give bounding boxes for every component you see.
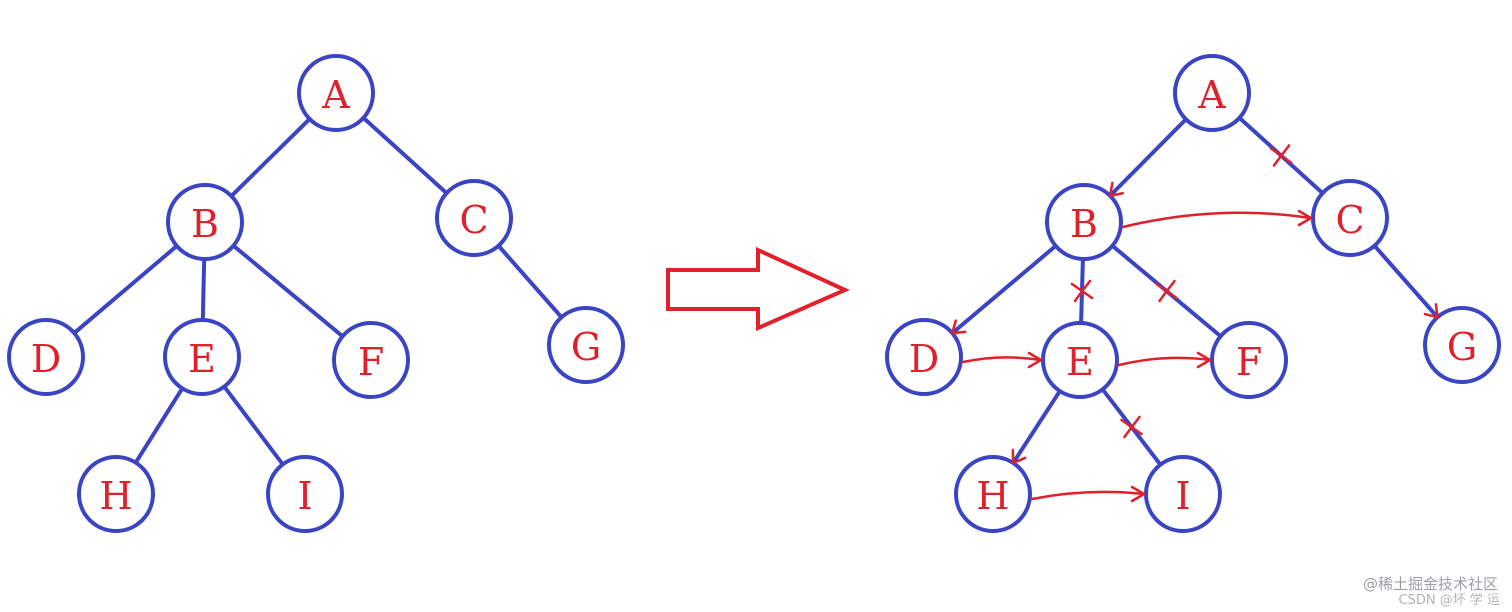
- sibling-link-head-d-e: [1027, 351, 1043, 369]
- transform-arrow: [666, 246, 850, 332]
- left-edge-a-b: [229, 116, 312, 199]
- right-node-label-e: E: [1066, 340, 1094, 384]
- child-pointer-head-a-b: [1108, 181, 1125, 197]
- cross-mark-a-c: [1269, 144, 1293, 167]
- sibling-link-head-e-f: [1196, 351, 1212, 369]
- cross-mark-e-i: [1120, 415, 1143, 439]
- left-node-a: A: [297, 54, 375, 132]
- sibling-link-e-f: [1117, 356, 1212, 367]
- right-node-e: E: [1041, 321, 1119, 399]
- right-node-d: D: [885, 318, 963, 396]
- left-tree: A B C D E F G H I: [7, 54, 625, 533]
- right-node-label-a: A: [1197, 73, 1226, 117]
- left-node-d: D: [7, 318, 85, 396]
- left-node-e: E: [163, 318, 241, 396]
- right-node-h: H: [954, 455, 1032, 533]
- left-node-f: F: [332, 321, 410, 399]
- left-node-circle-c: [435, 179, 513, 257]
- right-node-label-g: G: [1447, 325, 1477, 369]
- sibling-link-b-c: [1121, 211, 1313, 229]
- right-node-circle-b: [1045, 183, 1123, 261]
- right-tree-nodes: A B C D E F G H I: [885, 54, 1501, 533]
- right-node-circle-e: [1041, 321, 1119, 399]
- child-pointer-head-c-g: [1423, 303, 1439, 319]
- left-node-c: C: [435, 179, 513, 257]
- left-edge-a-c: [361, 115, 449, 196]
- left-node-label-h: H: [99, 474, 132, 518]
- left-node-circle-i: [266, 455, 344, 533]
- left-node-label-a: A: [321, 73, 350, 117]
- left-edge-c-g: [496, 243, 564, 320]
- right-tree-annotations: [951, 144, 1439, 503]
- right-edge-e-h: [1011, 389, 1062, 465]
- right-node-circle-a: [1173, 54, 1251, 132]
- left-node-b: B: [166, 183, 244, 261]
- left-edge-b-e: [200, 256, 207, 323]
- left-node-label-b: B: [191, 202, 219, 246]
- left-edge-b-f: [231, 243, 345, 339]
- right-edge-c-g: [1372, 243, 1440, 320]
- right-node-c: C: [1311, 179, 1389, 257]
- left-edge-e-i: [222, 384, 285, 467]
- child-pointer-head-e-h: [1011, 448, 1027, 465]
- sibling-link-head-b-c: [1297, 209, 1313, 227]
- right-node-label-h: H: [976, 474, 1009, 518]
- left-node-g: G: [547, 306, 625, 384]
- left-node-circle-e: [163, 318, 241, 396]
- left-node-circle-b: [166, 183, 244, 261]
- left-node-circle-a: [297, 54, 375, 132]
- right-node-g: G: [1423, 306, 1501, 384]
- sibling-link-d-e: [961, 356, 1043, 364]
- right-node-b: B: [1045, 183, 1123, 261]
- left-tree-nodes: A B C D E F G H I: [7, 54, 625, 533]
- right-tree-edges: [950, 115, 1440, 467]
- sibling-link-head-h-i: [1130, 485, 1146, 503]
- child-pointer-head-b-d: [951, 319, 967, 335]
- right-tree: A B C D E F G H I: [885, 54, 1501, 533]
- left-tree-edges: [72, 115, 564, 467]
- right-node-a: A: [1173, 54, 1251, 132]
- left-node-circle-f: [332, 321, 410, 399]
- right-node-label-d: D: [909, 337, 939, 381]
- watermark-juejin: @稀土掘金技术社区: [1362, 575, 1498, 593]
- right-node-f: F: [1210, 321, 1288, 399]
- left-node-label-g: G: [571, 325, 601, 369]
- right-node-label-c: C: [1335, 198, 1364, 242]
- left-node-label-e: E: [188, 337, 216, 381]
- right-node-circle-f: [1210, 321, 1288, 399]
- cross-mark-b-e: [1070, 279, 1094, 303]
- left-node-label-c: C: [459, 198, 488, 242]
- left-node-circle-h: [77, 455, 155, 533]
- left-node-label-f: F: [358, 340, 384, 384]
- right-node-label-i: I: [1175, 474, 1190, 518]
- left-node-circle-g: [547, 306, 625, 384]
- left-node-label-i: I: [297, 474, 312, 518]
- right-node-circle-c: [1311, 179, 1389, 257]
- right-node-circle-d: [885, 318, 963, 396]
- left-node-h: H: [77, 455, 155, 533]
- left-node-label-d: D: [31, 337, 61, 381]
- right-node-circle-h: [954, 455, 1032, 533]
- right-node-label-f: F: [1236, 340, 1262, 384]
- left-node-circle-d: [7, 318, 85, 396]
- watermark-csdn: CSDN @坏 学 运: [1398, 593, 1500, 608]
- sibling-link-h-i: [1030, 490, 1146, 501]
- right-node-label-b: B: [1070, 202, 1098, 246]
- right-edge-b-d: [950, 243, 1058, 336]
- right-node-circle-g: [1423, 306, 1501, 384]
- right-node-circle-i: [1144, 455, 1222, 533]
- left-edge-b-d: [72, 243, 179, 336]
- right-edge-a-b: [1108, 117, 1188, 198]
- left-edge-e-h: [133, 386, 185, 465]
- right-node-i: I: [1144, 455, 1222, 533]
- cross-mark-b-f: [1155, 279, 1178, 303]
- left-node-i: I: [266, 455, 344, 533]
